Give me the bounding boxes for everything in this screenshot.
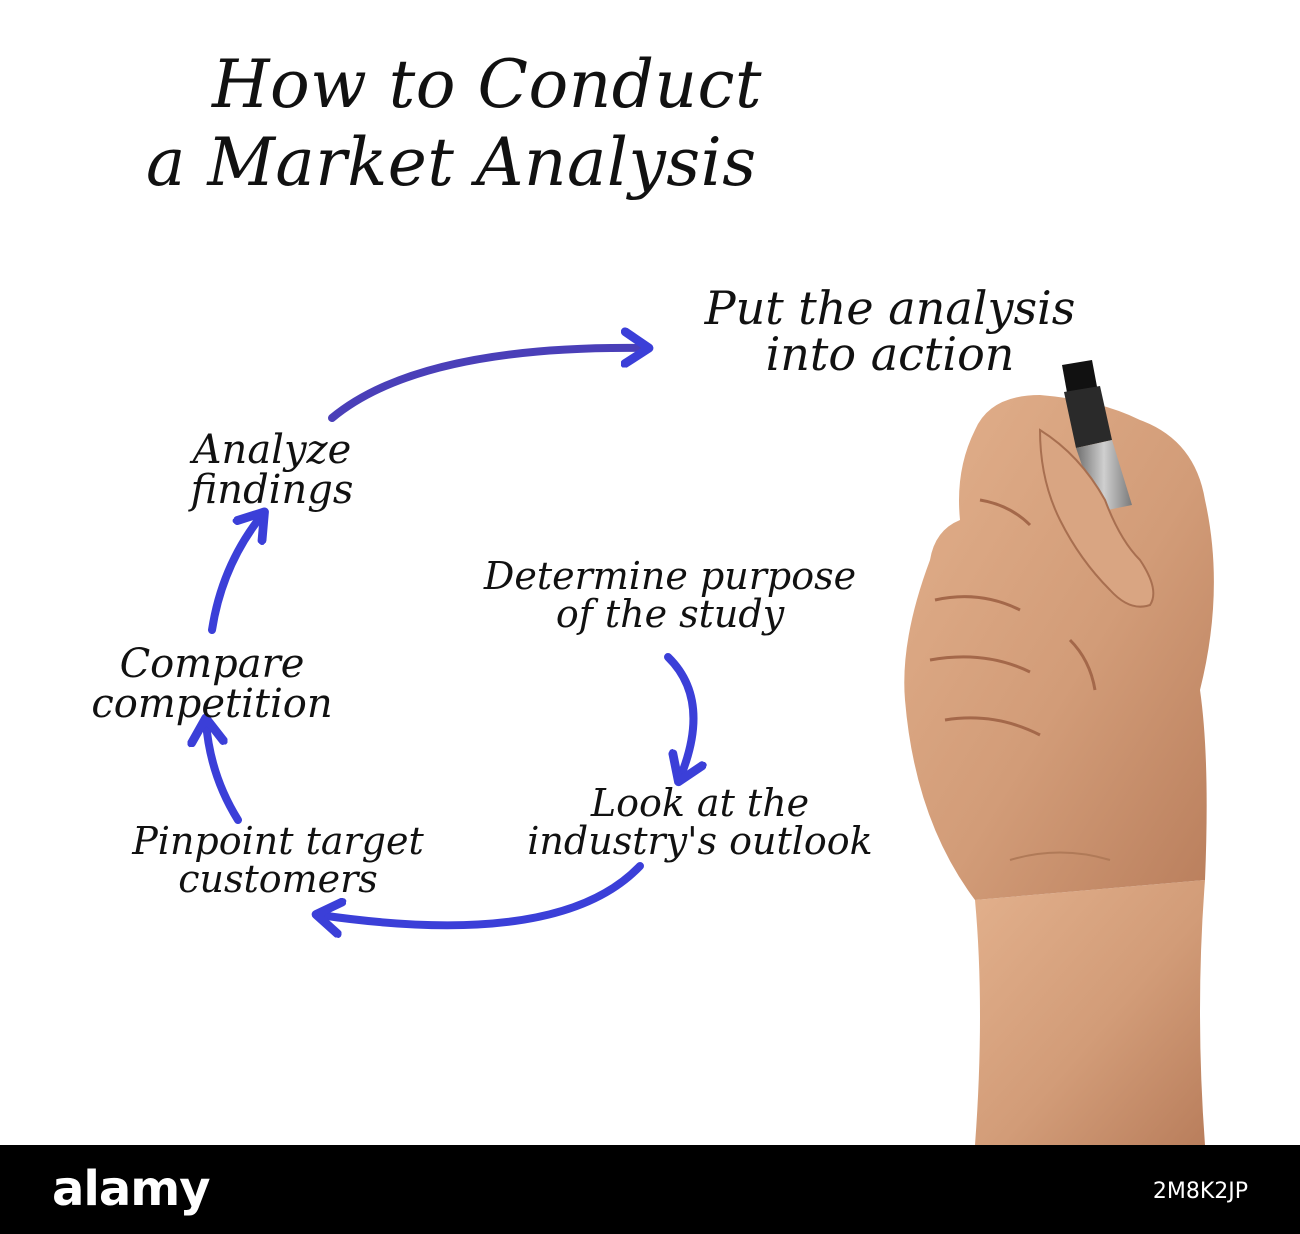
step-line: Analyze — [192, 427, 352, 473]
arrow-pinpoint-to-compare — [206, 722, 242, 824]
step-line: Determine purpose — [483, 554, 857, 598]
arrow-purpose-to-outlook — [664, 653, 693, 778]
diagram-canvas: How to Conduct a Market Analysis Put the… — [0, 0, 1300, 1145]
step-line: findings — [190, 467, 354, 513]
step-line: Pinpoint target — [132, 819, 424, 863]
arrow-compare-to-analyze — [208, 515, 262, 634]
title-line-2: a Market Analysis — [146, 124, 757, 201]
step-compare-competition: Compare competition — [62, 644, 362, 724]
step-pinpoint-customers: Pinpoint target customers — [88, 822, 468, 898]
watermark-brand: alamy — [52, 1161, 211, 1217]
step-industry-outlook: Look at the industry's outlook — [480, 784, 920, 860]
hand-with-marker-illustration — [904, 360, 1214, 1145]
step-line: of the study — [555, 592, 785, 636]
fist — [904, 395, 1214, 900]
marker-icon — [1062, 360, 1132, 512]
thumb — [1038, 428, 1155, 608]
step-line: industry's outlook — [527, 819, 873, 863]
step-line: Look at the — [590, 781, 810, 825]
step-put-into-action: Put the analysis into action — [640, 285, 1140, 377]
step-line: Compare — [119, 641, 305, 687]
step-line: customers — [178, 857, 378, 901]
arrow-outlook-to-pinpoint — [320, 862, 644, 925]
arrow-analyze-to-action — [328, 348, 645, 422]
watermark-bar: alamy 2M8K2JP — [0, 1145, 1300, 1234]
wrist — [975, 880, 1205, 1145]
step-analyze-findings: Analyze findings — [162, 430, 382, 510]
step-line: into action — [765, 327, 1015, 381]
watermark-image-id: 2M8K2JP — [1152, 1179, 1248, 1204]
step-line: competition — [91, 681, 333, 727]
step-line: Put the analysis — [704, 281, 1076, 335]
step-determine-purpose: Determine purpose of the study — [440, 557, 900, 633]
cycle-arrows — [0, 0, 1300, 1145]
title-line-1: How to Conduct — [212, 46, 762, 123]
